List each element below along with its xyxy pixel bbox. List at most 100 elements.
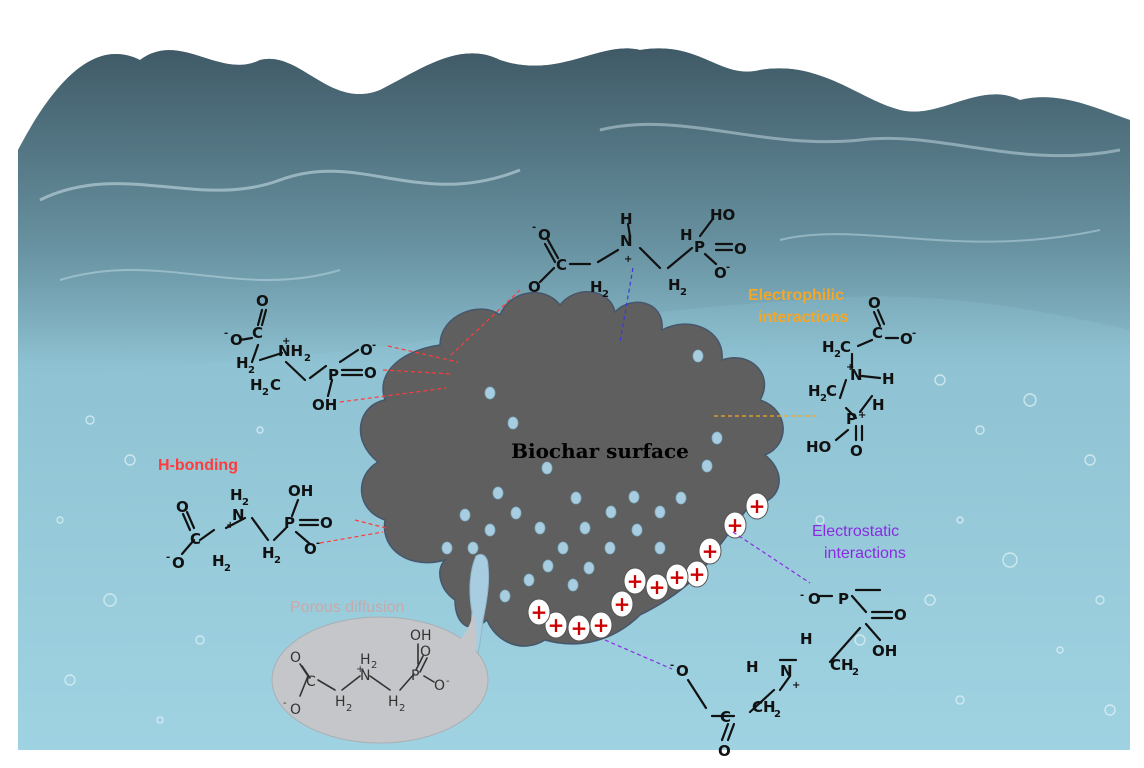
atom-h: H	[808, 382, 821, 400]
atom-o: O	[360, 341, 373, 359]
atom-ch: CH	[752, 698, 776, 716]
positive-charge: +	[645, 573, 669, 601]
atom-p: P	[846, 410, 857, 428]
atom-h: H	[236, 354, 249, 372]
atom-o: O	[256, 292, 269, 310]
svg-text:+: +	[614, 592, 631, 616]
atom-c: C	[252, 324, 263, 342]
atom-o: O	[434, 678, 445, 694]
hbond-line-1	[387, 345, 459, 363]
subscript-2: 2	[834, 349, 841, 360]
atom-h: H	[882, 370, 895, 388]
svg-text:+: +	[669, 565, 686, 589]
atom-o: O	[172, 554, 185, 572]
atom-h: H	[250, 376, 263, 394]
atom-h: H	[620, 210, 633, 228]
positive-charge: +	[665, 563, 689, 591]
atom-c: C	[720, 708, 731, 726]
electrophilic-label-line2: interactions	[758, 309, 849, 326]
positive-charges: ++++++++++++	[527, 492, 769, 642]
h-bonding-label: H-bonding	[158, 457, 238, 474]
atom-c: C	[270, 376, 281, 394]
charge-plus: +	[282, 336, 290, 347]
atom-h: H	[262, 544, 275, 562]
charge-minus: -	[372, 340, 376, 351]
atom-o: O	[894, 606, 907, 624]
glyphosate-molecule-right: O C O - H 2 C N + H H 2 C P + H O HO	[806, 294, 916, 460]
positive-charge: +	[685, 560, 709, 588]
atom-h: H	[746, 658, 759, 676]
glyphosate-molecule-left: O C O - N + H 2 H 2 H 2 P OH O O -	[166, 482, 333, 574]
atom-o: O	[364, 364, 377, 382]
positive-charge: +	[544, 611, 568, 639]
charge-minus: -	[446, 676, 450, 687]
charge-minus: -	[726, 262, 730, 273]
interaction-lines	[319, 267, 820, 670]
charge-minus: -	[532, 222, 536, 233]
diffusion-tail	[460, 612, 477, 660]
atom-ch: CH	[830, 656, 854, 674]
electrostatic-line-2	[604, 639, 673, 670]
positive-charge: +	[723, 511, 747, 539]
atom-n: N	[360, 668, 370, 684]
water-bubbles	[56, 374, 1116, 724]
atom-h: H	[800, 630, 813, 648]
hbond-line-5	[354, 519, 387, 529]
atom-c: C	[840, 338, 851, 356]
atom-p: P	[328, 366, 339, 384]
atom-p: P	[284, 514, 295, 532]
svg-text:+: +	[649, 575, 666, 599]
positive-charge: +	[698, 537, 722, 565]
glyphosate-molecule-top: O - C O H 2 N + H H H 2 P HO O O -	[528, 206, 747, 300]
atom-o: O	[290, 650, 301, 666]
atom-h: H	[335, 694, 346, 710]
svg-text:+: +	[593, 613, 610, 637]
electrostatic-line-1	[732, 531, 811, 584]
atom-c: C	[306, 674, 316, 690]
porous-diffusion-bubble: Porous diffusion O C O - H 2 N + H 2 H 2	[271, 599, 489, 744]
biochar-label: Biochar surface	[511, 439, 689, 463]
atom-o: O	[868, 294, 881, 312]
glyphosate-molecule-bottom-right: O - P O OH H H N + CH 2 CH 2 C O O -	[670, 588, 907, 760]
charge-plus: +	[846, 362, 854, 373]
charge-minus: -	[224, 328, 228, 339]
svg-text:+: +	[548, 613, 565, 637]
charge-plus: +	[792, 680, 800, 691]
glyphosate-molecule-upper-left: O C O - H 2 NH + 2 H 2 C P O - O OH	[224, 292, 377, 414]
svg-text:+: +	[727, 513, 744, 537]
atom-h: H	[360, 652, 371, 668]
charge-minus: -	[166, 552, 170, 563]
atom-o: O	[320, 514, 333, 532]
subscript-2: 2	[852, 667, 859, 678]
subscript-2: 2	[371, 660, 377, 671]
positive-charge: +	[527, 598, 551, 626]
atom-n: N	[232, 506, 245, 524]
positive-charge: +	[623, 567, 647, 595]
electrophilic-label-line1: Electrophilic	[748, 287, 844, 304]
atom-c: C	[826, 382, 837, 400]
cation-line	[619, 267, 634, 343]
atom-o: O	[734, 240, 747, 258]
subscript-2: 2	[399, 703, 405, 714]
subscript-2: 2	[274, 555, 281, 566]
atom-n: N	[620, 232, 633, 250]
atom-o: O	[900, 330, 913, 348]
atom-c: C	[872, 324, 883, 342]
svg-text:+: +	[702, 539, 719, 563]
hbond-line-3	[339, 387, 447, 403]
charge-minus: -	[800, 590, 804, 601]
atom-o: O	[528, 278, 541, 296]
subscript-2: 2	[680, 287, 687, 298]
atom-p: P	[694, 238, 705, 256]
atom-nh: NH	[278, 342, 303, 360]
charge-minus: -	[912, 328, 916, 339]
atom-p: P	[838, 590, 849, 608]
electrostatic-label-line2: interactions	[824, 545, 906, 562]
atom-o: O	[808, 590, 821, 608]
atom-n: N	[780, 662, 793, 680]
diffusion-ellipse	[271, 616, 489, 744]
svg-text:+: +	[689, 562, 706, 586]
glyphosate-molecule-porous: O C O - H 2 N + H 2 H 2 P O O - OH	[283, 628, 450, 718]
atom-oh: OH	[312, 396, 337, 414]
